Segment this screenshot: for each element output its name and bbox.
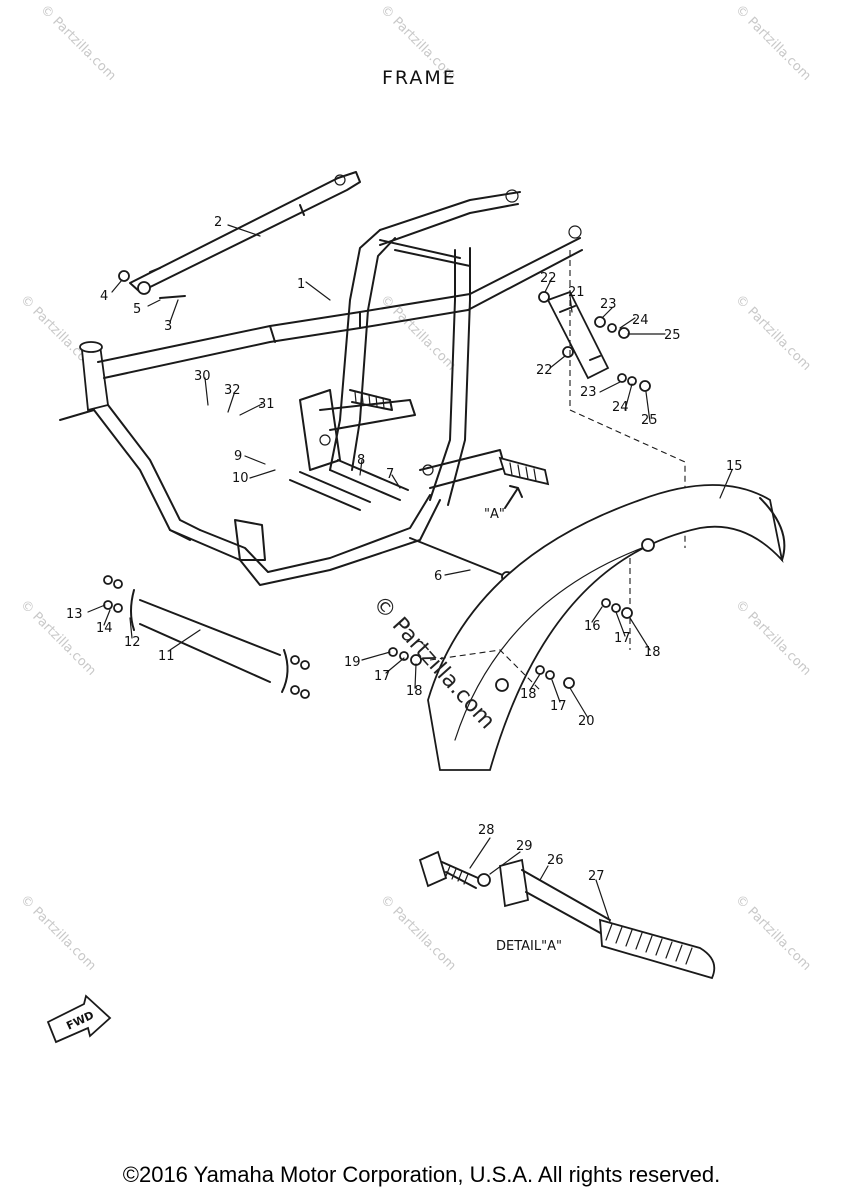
callout-17: 17 bbox=[374, 669, 391, 684]
diagram-title: FRAME bbox=[382, 67, 457, 89]
callout-5: 5 bbox=[133, 302, 141, 317]
callout-18: 18 bbox=[520, 687, 537, 702]
callout-6: 6 bbox=[434, 569, 442, 584]
callout-32: 32 bbox=[224, 383, 241, 398]
part-11-stays bbox=[103, 575, 310, 699]
watermark: © Partzilla.com bbox=[732, 892, 814, 974]
watermark: © Partzilla.com bbox=[377, 892, 459, 974]
watermark: © Partzilla.com bbox=[732, 292, 814, 374]
callout-12: 12 bbox=[124, 635, 141, 650]
callout-10: 10 bbox=[232, 471, 249, 486]
footpeg-view-a bbox=[498, 456, 550, 509]
callout-7: 7 bbox=[386, 467, 394, 482]
callout-1: 1 bbox=[297, 277, 305, 292]
view-a-label: "A" bbox=[484, 507, 505, 522]
callout-8: 8 bbox=[357, 453, 365, 468]
callout-2: 2 bbox=[214, 215, 222, 230]
callout-22: 22 bbox=[540, 271, 557, 286]
callout-21: 21 bbox=[568, 285, 585, 300]
copyright-notice: ©2016 Yamaha Motor Corporation, U.S.A. A… bbox=[122, 1162, 721, 1187]
callout-11: 11 bbox=[158, 649, 175, 664]
watermark: © Partzilla.com bbox=[377, 292, 459, 374]
callout-labels: 1 2 3 4 5 6 7 8 9 10 11 12 13 14 15 16 1… bbox=[66, 215, 743, 954]
callout-3: 3 bbox=[164, 319, 172, 334]
callout-9: 9 bbox=[234, 449, 242, 464]
callout-13: 13 bbox=[66, 607, 83, 622]
callout-30: 30 bbox=[194, 369, 211, 384]
callout-4: 4 bbox=[100, 289, 108, 304]
callout-19: 19 bbox=[344, 655, 361, 670]
watermark: © Partzilla.com bbox=[732, 2, 814, 84]
watermark: © Partzilla.com bbox=[17, 597, 99, 679]
callout-23: 23 bbox=[580, 385, 597, 400]
part-1-main-frame bbox=[59, 189, 583, 586]
callout-18: 18 bbox=[406, 684, 423, 699]
fwd-arrow-icon: FWD bbox=[46, 994, 112, 1044]
callout-17: 17 bbox=[614, 631, 631, 646]
leader-lines bbox=[87, 224, 733, 923]
callout-14: 14 bbox=[96, 621, 113, 636]
callout-24: 24 bbox=[612, 400, 629, 415]
callout-23: 23 bbox=[600, 297, 617, 312]
detail-a-label: DETAIL"A" bbox=[496, 939, 562, 954]
callout-29: 29 bbox=[516, 839, 533, 854]
part-15-rear-fender bbox=[427, 484, 786, 771]
callout-28: 28 bbox=[478, 823, 495, 838]
part-21-shock bbox=[538, 250, 686, 650]
callout-22: 22 bbox=[536, 363, 553, 378]
callout-31: 31 bbox=[258, 397, 275, 412]
callout-15: 15 bbox=[726, 459, 743, 474]
callout-27: 27 bbox=[588, 869, 605, 884]
callout-25: 25 bbox=[664, 328, 681, 343]
callout-20: 20 bbox=[578, 714, 595, 729]
callout-25: 25 bbox=[641, 413, 658, 428]
watermark: © Partzilla.com bbox=[732, 597, 814, 679]
detail-a-parts bbox=[418, 850, 716, 980]
callout-17: 17 bbox=[550, 699, 567, 714]
part-2-upper-rail bbox=[118, 171, 361, 299]
callout-24: 24 bbox=[632, 313, 649, 328]
watermark: © Partzilla.com bbox=[17, 892, 99, 974]
callout-18: 18 bbox=[644, 645, 661, 660]
part-6-bolt bbox=[409, 537, 513, 583]
callout-26: 26 bbox=[547, 853, 564, 868]
watermark: © Partzilla.com bbox=[37, 2, 119, 84]
callout-16: 16 bbox=[584, 619, 601, 634]
